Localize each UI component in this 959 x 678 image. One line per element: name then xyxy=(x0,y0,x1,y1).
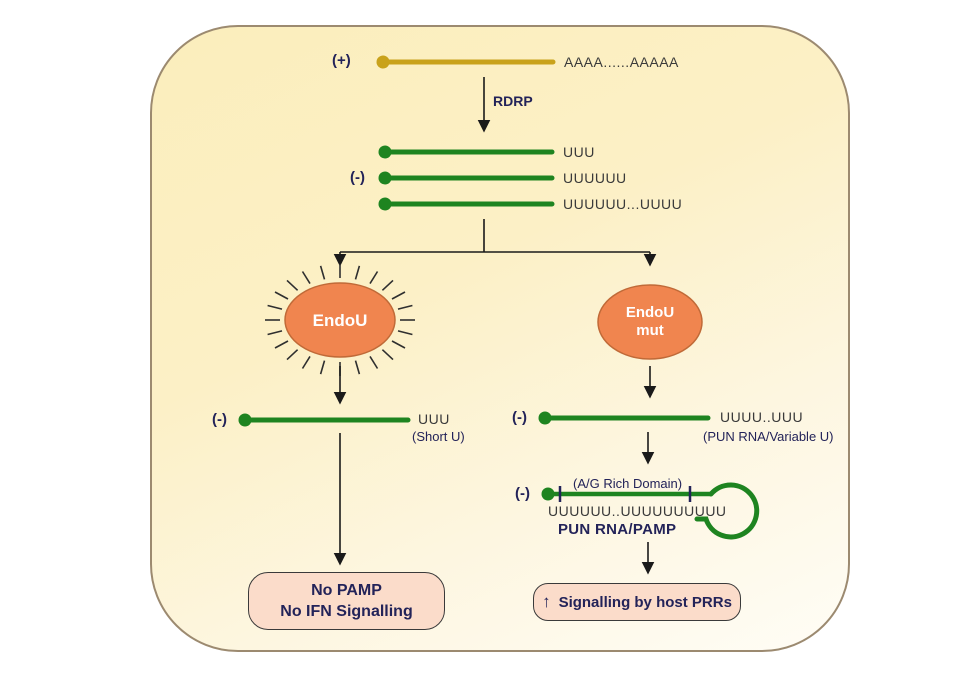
no-pamp-outcome-text: No PAMP No IFN Signalling xyxy=(280,580,412,622)
rdrp-label: RDRP xyxy=(493,93,533,109)
right-product-tail: UUUU..UUU xyxy=(720,409,804,425)
left-product-tail: UUU xyxy=(418,411,450,427)
plus-strand-5prime-dot xyxy=(376,55,390,69)
up-arrow-icon: ↑ xyxy=(542,592,551,611)
hairpin-domain-label: (A/G Rich Domain) xyxy=(573,476,683,491)
right-product-dot xyxy=(538,411,552,425)
minus-strand-dot-1 xyxy=(378,145,392,159)
right-product-polarity: (-) xyxy=(512,409,527,426)
minus-strand-tail-1: UUU xyxy=(563,144,595,160)
diagram-panel xyxy=(150,25,850,652)
hairpin-polyu-label: UUUUUU..UUUUUUUUUU xyxy=(548,503,727,519)
no-pamp-line1: No PAMP xyxy=(311,582,382,599)
left-product-polarity: (-) xyxy=(212,411,227,428)
minus-strand-dot-2 xyxy=(378,171,392,185)
endou-label: EndoU xyxy=(312,311,368,330)
endou-mut-label: EndoU mut xyxy=(598,304,702,340)
hairpin-polarity: (-) xyxy=(515,485,530,502)
no-pamp-line2: No IFN Signalling xyxy=(280,603,413,620)
no-pamp-outcome-box: No PAMP No IFN Signalling xyxy=(248,572,445,630)
left-product-dot xyxy=(238,413,252,427)
hairpin-loop xyxy=(694,482,760,540)
plus-strand-polarity: (+) xyxy=(332,52,351,69)
left-product-caption: (Short U) xyxy=(412,429,465,444)
hairpin-5prime-dot xyxy=(541,487,555,501)
polya-tail-label: AAAA......AAAAA xyxy=(564,54,679,70)
endou-ellipse xyxy=(284,282,396,358)
endou-mut-label-line1: EndoU xyxy=(625,304,675,321)
signalling-outcome-box: ↑ Signalling by host PRRs xyxy=(533,583,741,621)
pun-rna-pamp-label: PUN RNA/PAMP xyxy=(558,521,677,538)
endou-mut-label-line2: mut xyxy=(636,322,664,339)
minus-strands-polarity: (-) xyxy=(350,169,365,186)
endou-spikes xyxy=(265,264,415,376)
minus-strand-tail-3: UUUUUU...UUUU xyxy=(563,196,683,212)
minus-strand-tail-2: UUUUUU xyxy=(563,170,627,186)
endou-mut-ellipse xyxy=(597,284,703,360)
right-product-caption: (PUN RNA/Variable U) xyxy=(703,429,834,444)
minus-strand-dot-3 xyxy=(378,197,392,211)
signalling-outcome-text: Signalling by host PRRs xyxy=(558,593,732,611)
branch-connector xyxy=(340,219,650,253)
